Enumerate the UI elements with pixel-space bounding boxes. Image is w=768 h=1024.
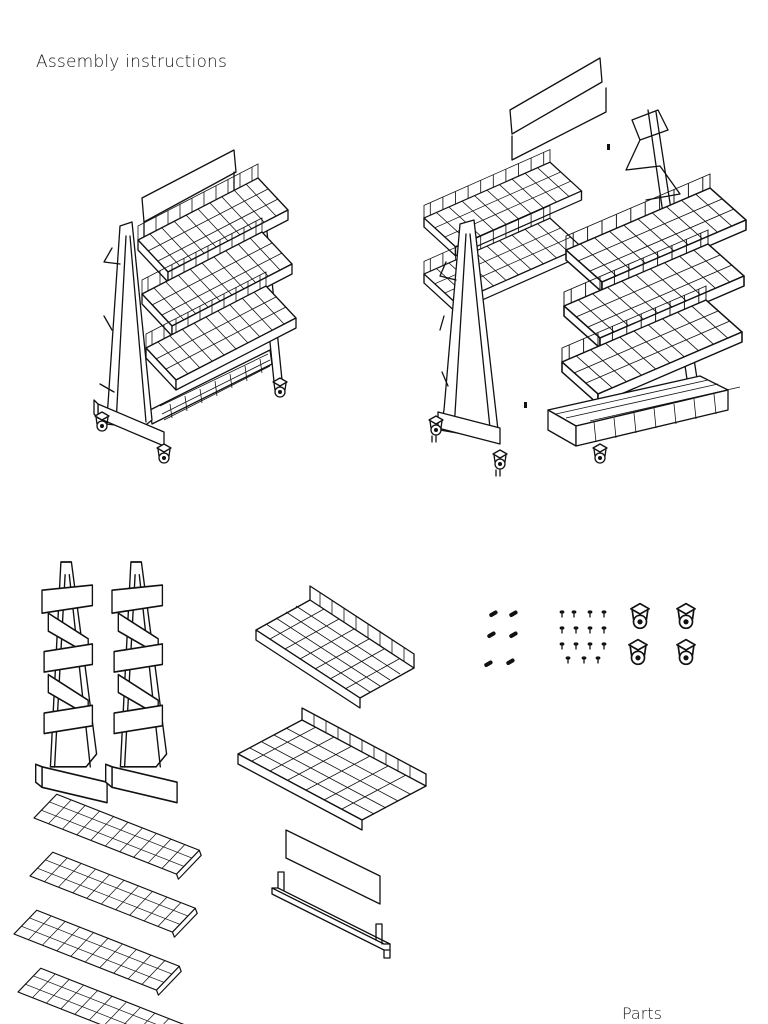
connector-pins	[484, 610, 518, 667]
parts-caption: Parts	[622, 1004, 662, 1023]
caster-wheels	[628, 602, 696, 666]
screws	[558, 609, 608, 664]
assembled-stand-drawing	[93, 149, 297, 464]
side-frames-drawing	[34, 561, 178, 804]
exploded-view-drawing	[423, 57, 747, 477]
baskets-drawing	[237, 585, 427, 831]
page-title: Assembly instructions	[36, 52, 228, 72]
sign-board-drawing	[271, 829, 391, 959]
flat-shelves-drawing	[13, 793, 202, 1024]
small-parts-drawing	[484, 602, 696, 667]
